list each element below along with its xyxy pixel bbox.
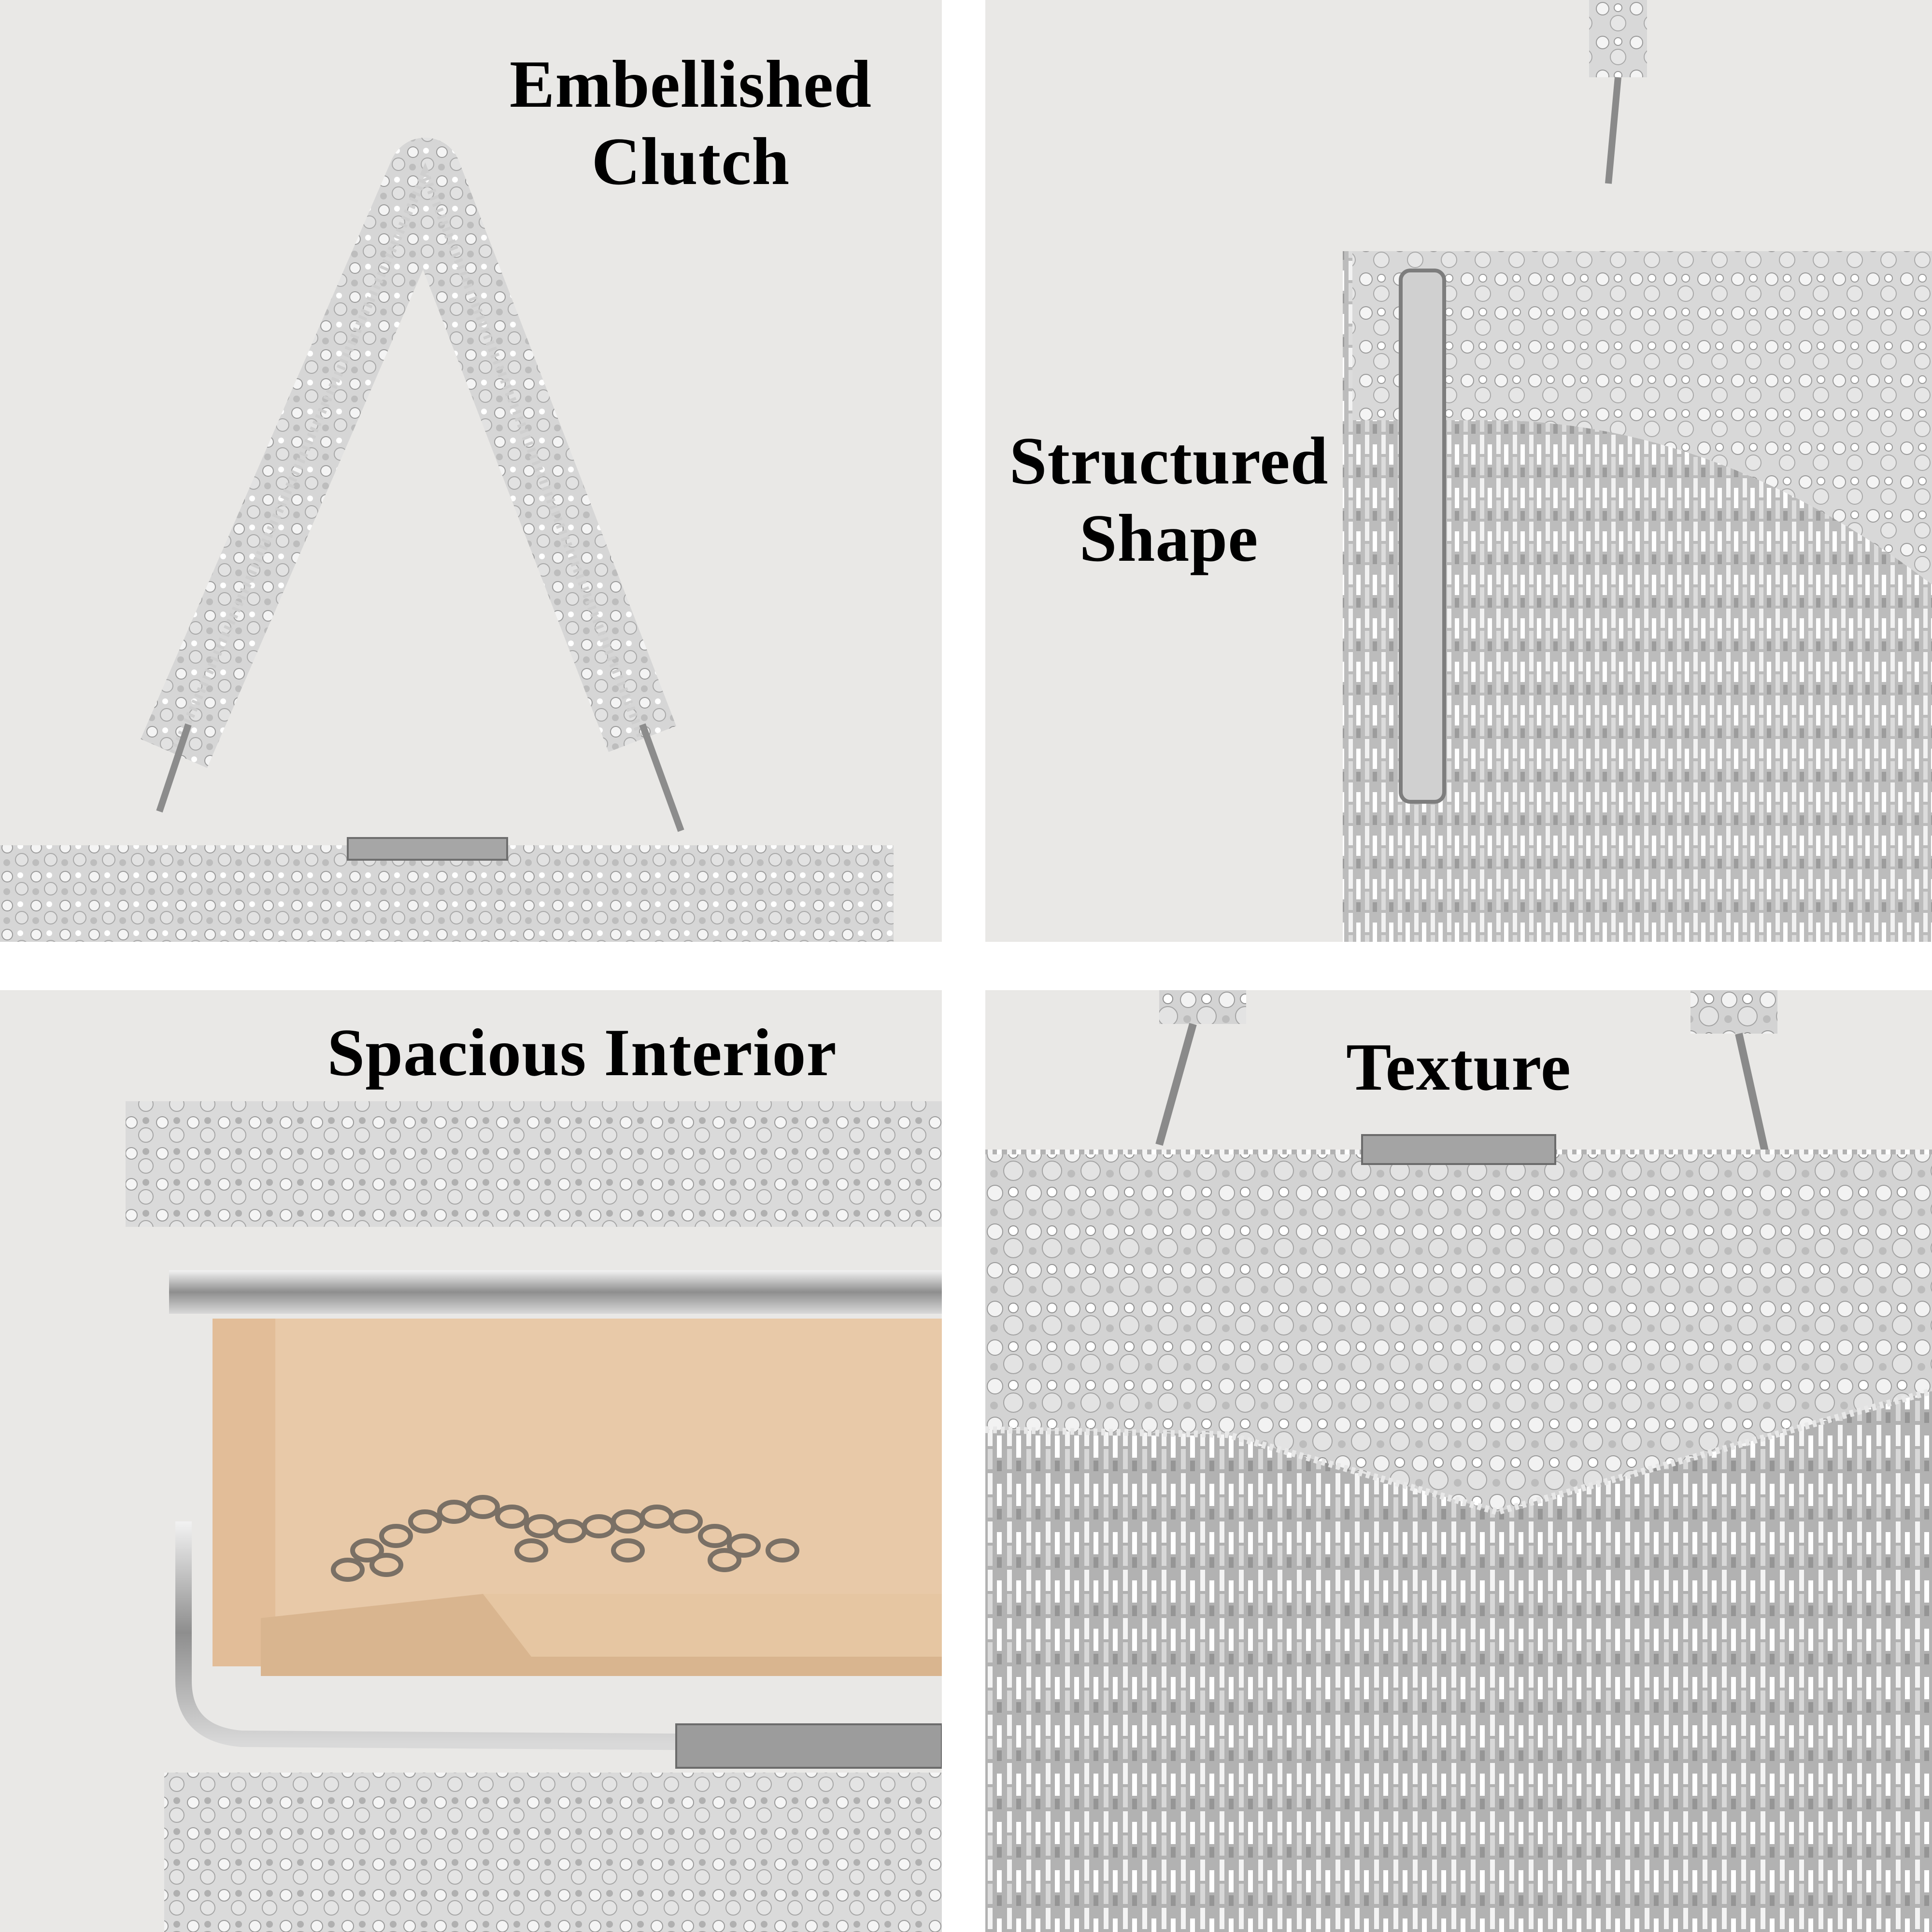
feature-label-embellished-clutch: Embellished Clutch — [509, 47, 872, 199]
open-interior-image — [126, 1101, 942, 1932]
panel-spacious-interior: Spacious Interior — [0, 990, 942, 1932]
strap-handle-image — [0, 138, 894, 942]
structured-side-image — [1343, 0, 1932, 942]
panel-texture: Texture — [985, 990, 1932, 1932]
feature-label-spacious-interior: Spacious Interior — [327, 1015, 837, 1090]
texture-closeup-image — [985, 990, 1932, 1932]
feature-label-structured-shape: Structured Shape — [1009, 424, 1329, 576]
panel-structured-shape: Structured Shape — [985, 0, 1932, 942]
panel-embellished-clutch: Embellished Clutch — [0, 0, 942, 942]
chain-strap — [331, 1495, 799, 1582]
feature-label-texture: Texture — [1346, 1030, 1571, 1105]
